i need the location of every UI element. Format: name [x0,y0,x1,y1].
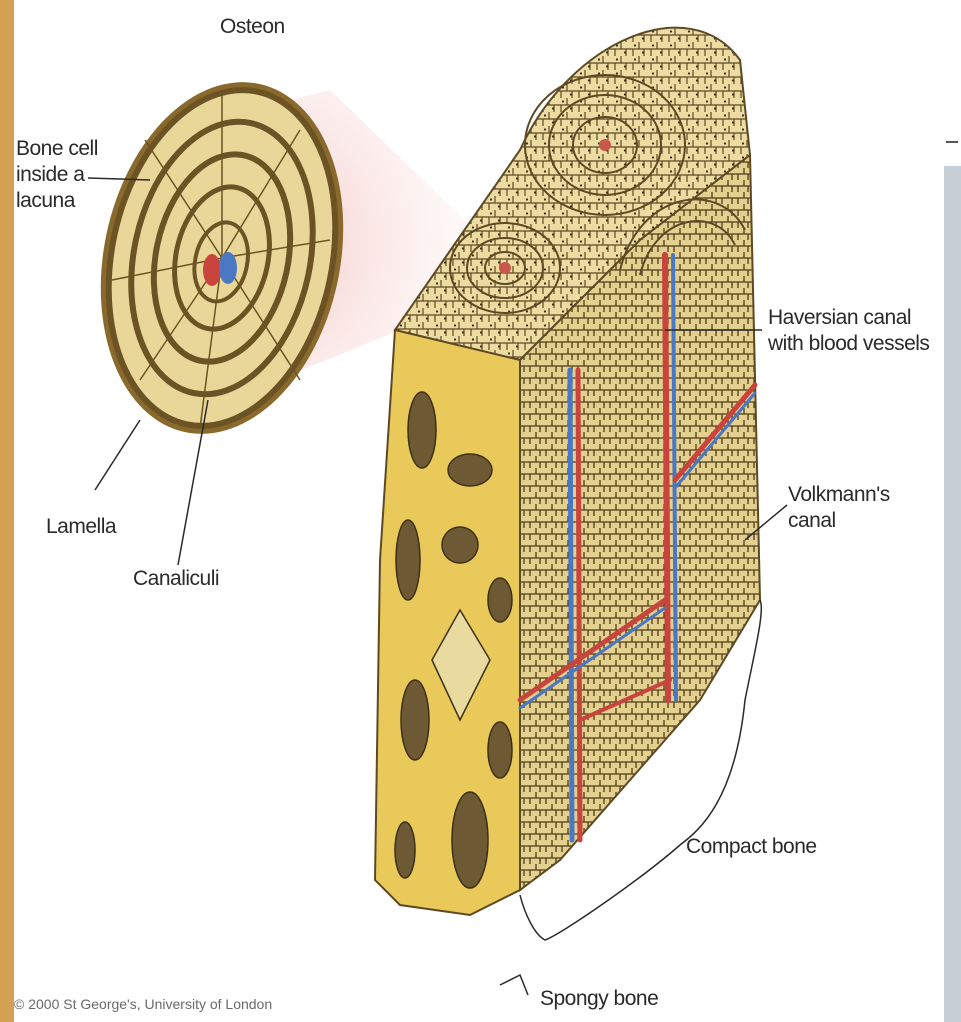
top-canal-1 [499,262,511,274]
osteon-vein [219,252,237,284]
compact-bone-label: Compact bone [686,834,817,860]
bone-cell-label: Bone cell inside a lacuna [16,136,126,214]
copyright-credit: © 2000 St George's, University of London [14,996,272,1012]
osteon-label: Osteon [220,14,285,40]
spongy-bone-label: Spongy bone [540,986,658,1012]
top-canal-2 [599,139,611,151]
osteon-artery [203,254,221,286]
volkmanns-canal-label: Volkmann's canal [788,482,908,534]
haversian-canal-label: Haversian canal with blood vessels [768,305,944,357]
canaliculi-label: Canaliculi [133,566,219,592]
bone-block [375,28,760,915]
lamella-label: Lamella [46,514,116,540]
